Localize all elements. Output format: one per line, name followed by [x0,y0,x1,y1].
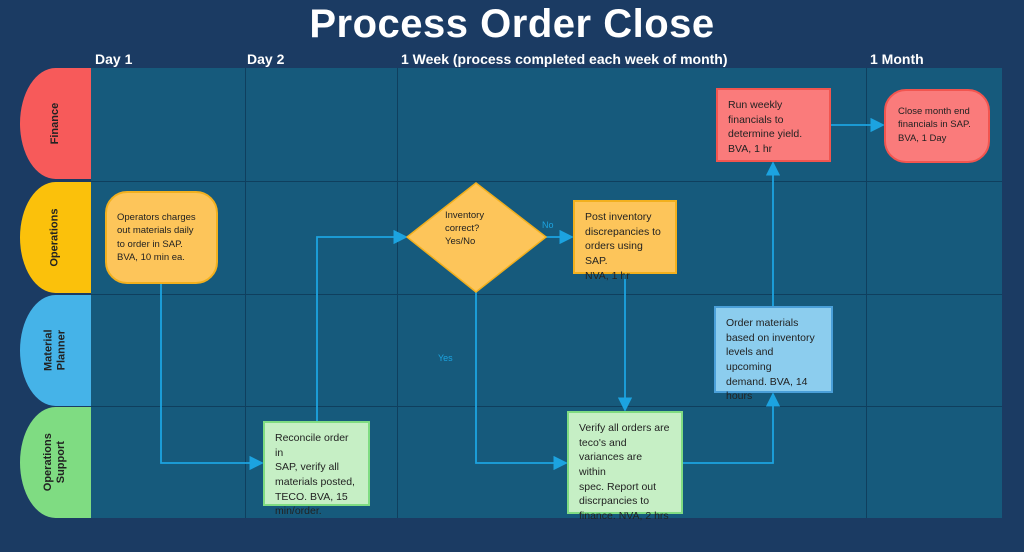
divider [91,181,1002,182]
divider [866,68,867,518]
decision-diamond [405,182,548,293]
connector [160,284,264,471]
step-post-inventory: Post inventory discrepancies to orders u… [573,200,677,282]
column-day-1: Day 1 [95,51,133,67]
divider [91,294,1002,295]
lane-operations-support: Operations Support [20,407,91,518]
divider [91,406,1002,407]
divider [245,68,246,518]
label-yes: Yes [438,353,453,363]
lane-finance: Finance [20,68,91,179]
step-operators-charge: Operators charges out materials daily to… [105,191,218,284]
step-run-weekly-financials: Run weekly financials to determine yield… [716,88,831,162]
connector [475,292,568,471]
page-title: Process Order Close [309,2,715,46]
label-no: No [542,220,554,230]
lane-material-planner: Material Planner [20,295,91,406]
column-1-month: 1 Month [870,51,924,67]
column-day-2: Day 2 [247,51,285,67]
step-order-materials: Order materials based on inventory level… [714,306,833,402]
decision-text: Inventory correct? Yes/No [445,210,485,247]
column-1-week: 1 Week (process completed each week of m… [401,51,728,67]
step-verify-orders: Verify all orders are teco's and varianc… [567,411,683,522]
divider [397,68,398,518]
step-reconcile-order: Reconcile order in SAP, verify all mater… [263,421,370,517]
step-close-month: Close month end financials in SAP. BVA, … [884,89,990,163]
connector [683,392,781,464]
lane-operations: Operations [20,182,91,293]
connector [316,229,408,421]
swimlane-grid [91,68,1002,518]
